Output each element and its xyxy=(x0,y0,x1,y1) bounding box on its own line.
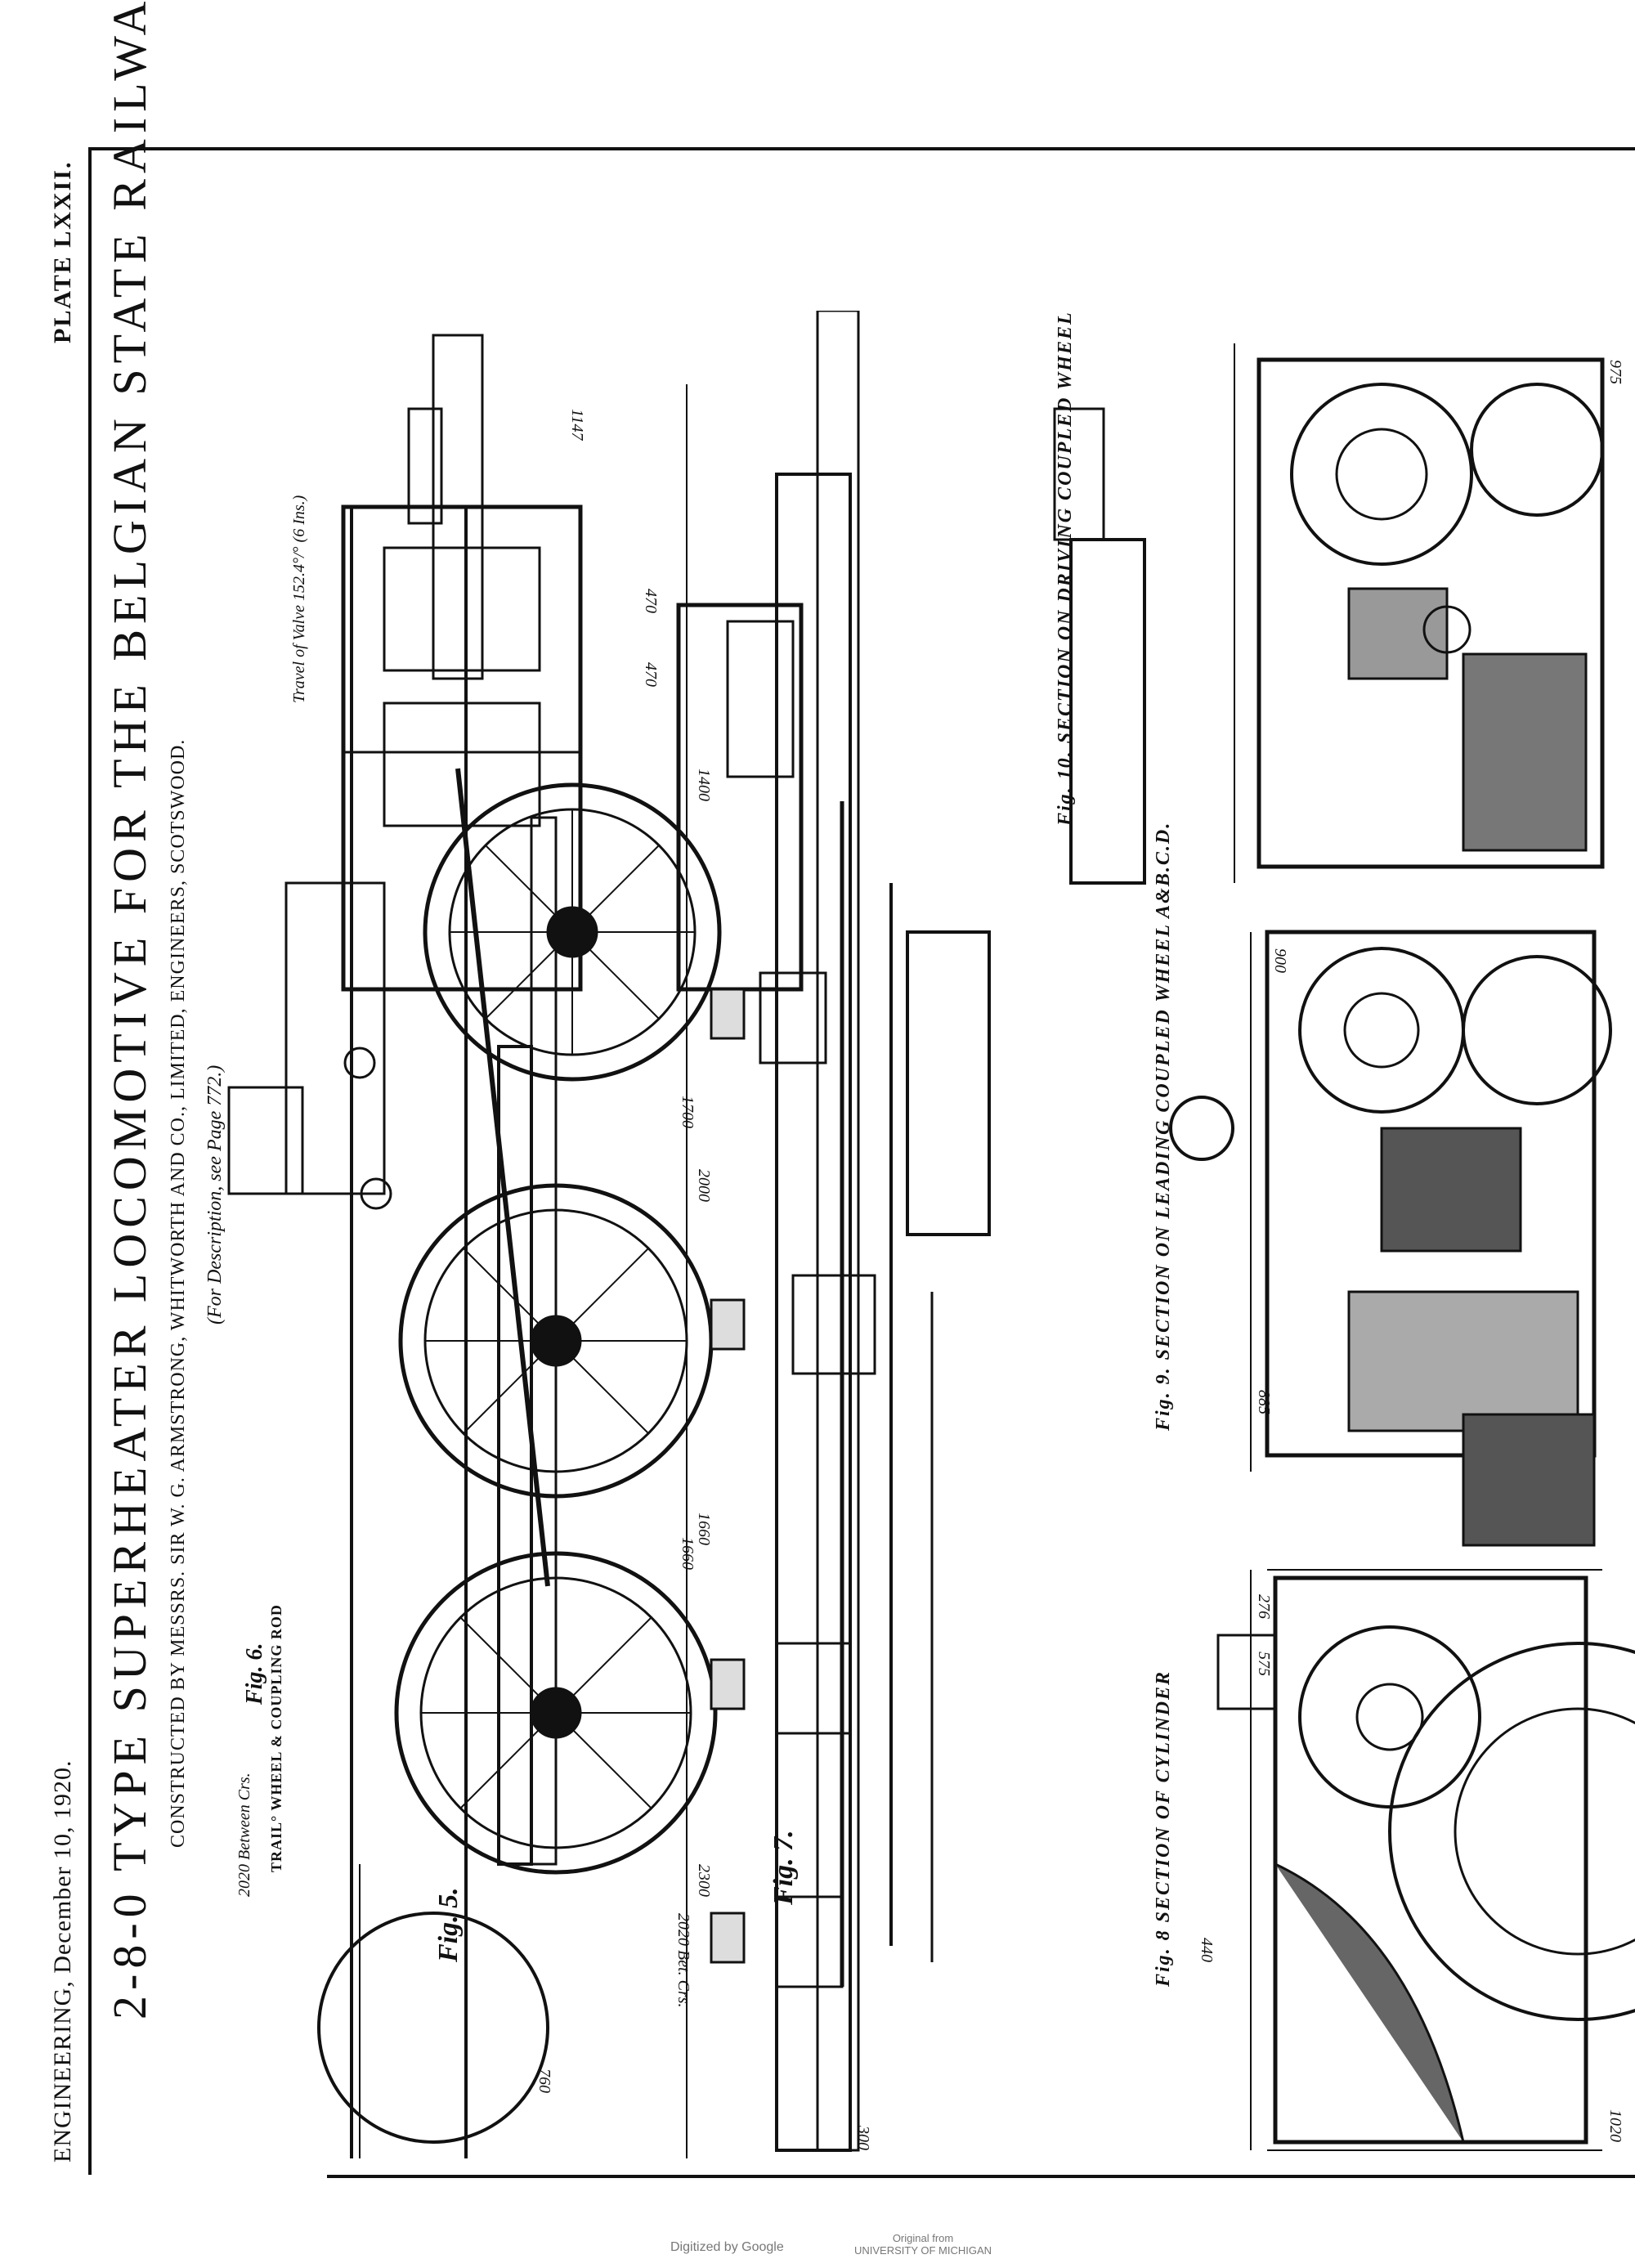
dim-470-b: 470 xyxy=(642,662,660,687)
plate-subtitle: CONSTRUCTED BY MESSRS. SIR W. G. ARMSTRO… xyxy=(168,738,189,1848)
original-from: Original from UNIVERSITY OF MICHIGAN xyxy=(854,2232,992,2257)
dim-885: 885 xyxy=(1255,1390,1273,1414)
fig9-label: Fig. 9. SECTION ON LEADING COUPLED WHEEL… xyxy=(1153,821,1174,1431)
plate-border-top xyxy=(88,147,1635,150)
locomotive-drawing: 1147 470 470 1400 1700 2000 1660 1660 23… xyxy=(227,311,1635,2158)
dim-760: 760 xyxy=(535,2069,553,2093)
dim-1147: 1147 xyxy=(568,409,586,441)
fig7-plan-view xyxy=(676,311,991,2152)
plate-border-bottom xyxy=(327,2175,1635,2178)
dim-2000: 2000 xyxy=(695,1169,713,1202)
dim-300: 300 xyxy=(854,2125,872,2150)
fig10-label: Fig. 10. SECTION ON DRIVING COUPLED WHEE… xyxy=(1055,311,1076,826)
fig7-label: Fig. 7. xyxy=(768,1830,799,1905)
fig6-note: 2020 Between Crs. xyxy=(235,1773,253,1897)
valve-travel-note: Travel of Valve 152.4°/° (6 Ins.) xyxy=(290,495,308,703)
university-label: UNIVERSITY OF MICHIGAN xyxy=(854,2244,992,2257)
dim-2020: 2020 Bet. Crs. xyxy=(674,1913,692,2008)
dim-900: 900 xyxy=(1271,948,1289,973)
fig10-driving-wheel-section xyxy=(1053,343,1605,885)
fig6-caption: TRAIL° WHEEL & COUPLING ROD xyxy=(268,1604,284,1872)
dim-276: 276 xyxy=(1255,1594,1273,1619)
dim-1700: 1700 xyxy=(679,1096,697,1128)
dim-975: 975 xyxy=(1606,360,1624,384)
fig5-side-elevation xyxy=(227,334,722,2158)
plate-border-left xyxy=(88,147,92,2175)
dim-440: 440 xyxy=(1198,1938,1216,1962)
dim-1660-b: 1660 xyxy=(695,1513,713,1545)
dim-1400: 1400 xyxy=(695,769,713,801)
dim-1020: 1020 xyxy=(1606,2109,1624,2142)
plate-title: 2-8-0 TYPE SUPERHEATER LOCOMOTIVE FOR TH… xyxy=(103,0,156,2019)
plate-number: PLATE LXXII. xyxy=(49,160,76,343)
dim-1660-a: 1660 xyxy=(679,1537,697,1570)
fig8-cylinder-section xyxy=(1216,1569,1635,2151)
dim-470-a: 470 xyxy=(642,589,660,613)
dim-2300: 2300 xyxy=(695,1864,713,1897)
original-from-label: Original from xyxy=(892,2232,954,2244)
fig5-label: Fig. 5. xyxy=(433,1887,464,1962)
dim-575: 575 xyxy=(1255,1652,1273,1676)
fig6-label: Fig. 6. xyxy=(242,1643,267,1705)
journal-header: ENGINEERING, December 10, 1920. xyxy=(49,1759,76,2163)
fig9-leading-wheel-section xyxy=(1169,930,1612,1547)
fig8-label: Fig. 8 SECTION OF CYLINDER xyxy=(1153,1670,1174,1987)
digitized-by-google: Digitized by Google xyxy=(670,2240,784,2254)
